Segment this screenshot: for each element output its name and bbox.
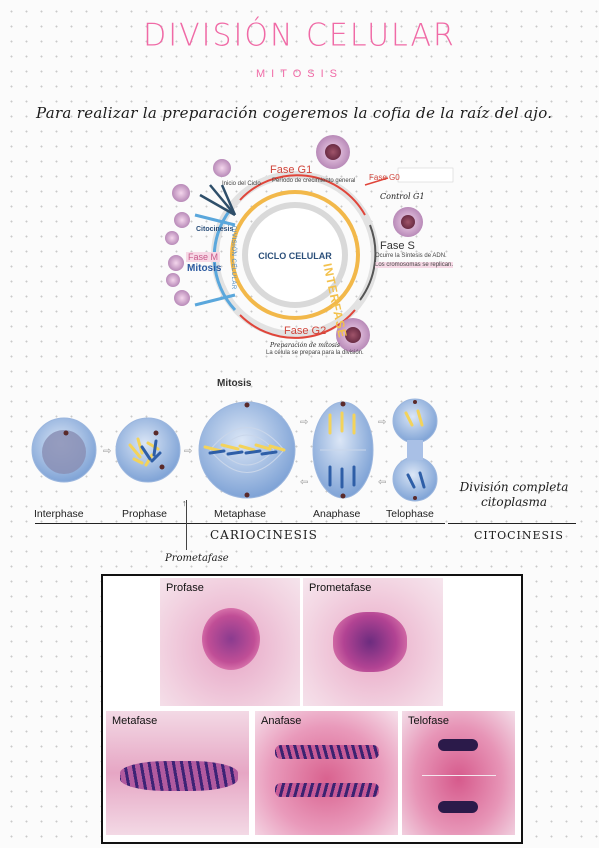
intro-text: Para realizar la preparación cogeremos l… [36,104,553,122]
g2-title: Fase G2 [284,325,327,337]
photo-profase: Profase [160,578,300,706]
stage-prophase: Prophase [122,508,167,520]
inicio-label: Inicio del Ciclo [222,181,261,187]
svg-text:⇦: ⇦ [300,477,308,488]
s-title: Fase S [380,240,415,252]
division-completa-note: División completa citoplasma [455,480,573,510]
anafase-top-set [275,745,379,759]
svg-text:⇦: ⇦ [378,477,386,488]
page-subtitle: MITOSIS [255,68,344,80]
anafase-label: Anafase [261,715,302,727]
control-g1: Control G1 [380,192,425,201]
photo-metafase: Metafase [106,711,249,835]
prometafase-pointer [186,500,187,550]
citocinesis-line [448,523,576,524]
photo-telofase: Telofase [402,711,515,835]
photo-prometafase: Prometafase [303,578,443,706]
s-desc-1: Ocurre la Síntesis de ADN. [375,253,447,259]
g2-desc: La célula se prepara para la división. [266,350,364,356]
telofase-top-nucleus [438,739,478,751]
inner-ring [242,202,348,308]
stage-metaphase: Metaphase [214,508,266,520]
profase-label: Profase [166,582,204,594]
cycle-center: CICLO CELULAR [258,251,332,261]
telofase-plate [422,775,496,776]
profase-nucleus [202,608,260,670]
svg-text:⇨: ⇨ [184,446,192,457]
prometafase-note: Prometafase [165,553,229,564]
svg-text:⇨: ⇨ [378,417,386,428]
interfase-ring [230,190,360,320]
mitosis-stages: ⇨ ⇨ ⇨ ⇦ ⇨ ⇦ [31,398,438,502]
page-title: DIVISIÓN CELULAR [143,17,456,54]
g0-label: Fase G0 [369,173,400,182]
s-desc-2: Los cromosomas se replican. [375,262,454,268]
division-completa-line2: citoplasma [481,495,547,509]
cariocinesis-line [35,523,445,524]
photo-anafase: Anafase [255,711,398,835]
anafase-bottom-set [275,783,379,797]
svg-text:⇨: ⇨ [103,446,111,457]
svg-text:⇨: ⇨ [300,417,308,428]
s-arrow [359,224,377,301]
citocinesis-bottom-label: CITOCINESIS [474,529,564,542]
g2-hand-note: Preparación de mitosis [270,342,340,349]
m-title: Fase M [186,252,221,262]
telofase-label: Telofase [408,715,449,727]
cell-cycle-diagram [165,135,454,352]
stage-anaphase: Anaphase [313,508,361,520]
mitosis-title: Mitosis [217,378,252,389]
g1-title: Fase G1 [270,164,313,176]
telofase-bottom-nucleus [438,801,478,813]
division-label: DIVISIÓN CELULAR [230,226,236,290]
metafase-label: Metafase [112,715,158,727]
stage-interphase: Interphase [34,508,84,520]
pointer-arrowhead: ↑ [182,498,187,508]
stage-telophase: Telophase [386,508,434,520]
m-sub: Mitosis [187,263,222,274]
g1-arrow [239,174,366,216]
metafase-plate [120,761,238,791]
citocinesis-label: Citocinesis [196,226,234,233]
cariocinesis-label: CARIOCINESIS [210,528,318,542]
division-completa-line1: División completa [459,480,569,494]
prometafase-nucleus [333,612,407,672]
prometafase-label: Prometafase [309,582,372,594]
g1-desc: Período de crecimiento general [272,178,356,184]
